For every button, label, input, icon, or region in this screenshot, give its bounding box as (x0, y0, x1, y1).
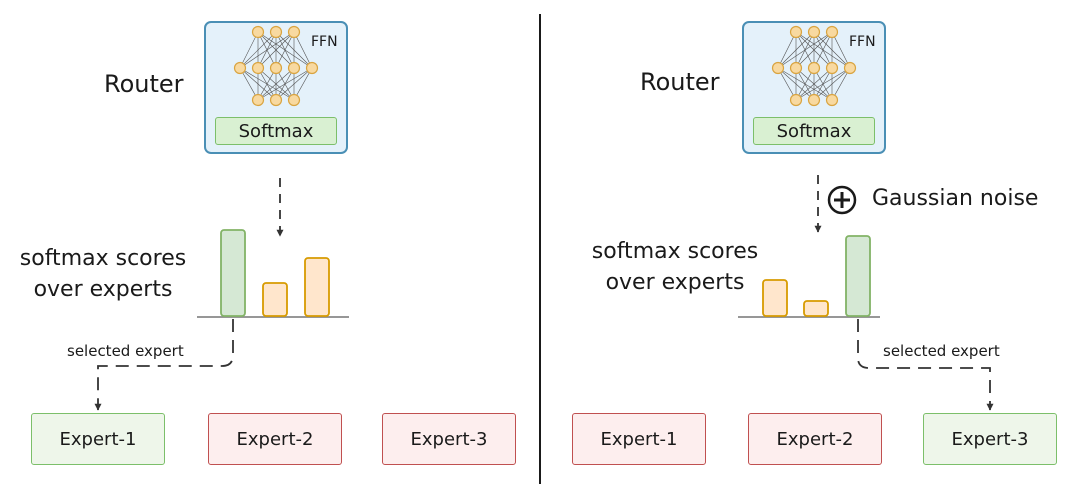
softmax-label: Softmax (776, 120, 852, 142)
score-bar-expert-2 (803, 300, 829, 317)
plus-icon (827, 185, 857, 215)
network-edge (777, 31, 797, 69)
selected-expert-path (857, 319, 994, 411)
ffn-label: FFN (311, 34, 338, 50)
network-node (287, 25, 301, 39)
network-edge (813, 67, 851, 101)
network-node (287, 93, 301, 107)
network-edge (831, 31, 851, 69)
network-edge (813, 31, 833, 69)
network-node (807, 61, 821, 75)
scores-label-line: softmax scores (591, 239, 759, 264)
scores-label-line: softmax scores (19, 246, 187, 271)
expert-label: Expert-1 (59, 428, 137, 450)
network-node (287, 61, 301, 75)
network-edge (257, 31, 295, 69)
network-node (825, 93, 839, 107)
expert-2-box: Expert-2 (748, 413, 882, 465)
network-node (825, 25, 839, 39)
network-node (807, 93, 821, 107)
network-edge (777, 31, 833, 69)
expert-3-box: Expert-3 (382, 413, 516, 465)
network-edge (293, 31, 313, 69)
router-label: Router (104, 70, 184, 98)
network-node (789, 25, 803, 39)
network-node (251, 61, 265, 75)
network-edge (831, 67, 851, 101)
selected-expert-path (94, 319, 234, 411)
network-node (269, 25, 283, 39)
softmax-box: Softmax (753, 117, 875, 145)
network-edge (275, 31, 295, 69)
network-edge (795, 67, 851, 101)
network-edge (777, 67, 797, 101)
network-node (269, 93, 283, 107)
network-node (843, 61, 857, 75)
network-node (251, 93, 265, 107)
network-edge (239, 31, 259, 69)
ffn-network-icon (771, 25, 857, 107)
ffn-network-icon (233, 25, 319, 107)
network-node (305, 61, 319, 75)
expert-label: Expert-3 (951, 428, 1029, 450)
expert-label: Expert-2 (776, 428, 854, 450)
network-edge (795, 67, 815, 101)
network-edge (239, 31, 295, 69)
network-edge (275, 67, 313, 101)
network-edge (795, 31, 833, 69)
selected-expert-label: selected expert (64, 344, 187, 359)
selected-expert-label: selected expert (880, 344, 1003, 359)
network-node (789, 61, 803, 75)
network-node (269, 61, 283, 75)
network-node (825, 61, 839, 75)
network-node (233, 61, 247, 75)
expert-1-box: Expert-1 (31, 413, 165, 465)
network-edge (795, 67, 833, 101)
scores-label-line: over experts (33, 277, 173, 302)
expert-2-box: Expert-2 (208, 413, 342, 465)
network-node (771, 61, 785, 75)
scores-label: softmax scores over experts (578, 236, 772, 298)
network-node (251, 25, 265, 39)
softmax-label: Softmax (238, 120, 314, 142)
network-node (789, 93, 803, 107)
router-label: Router (640, 68, 720, 96)
gaussian-noise-label: Gaussian noise (872, 186, 1039, 211)
score-bar-expert-1 (762, 279, 788, 317)
ffn-label: FFN (849, 34, 876, 50)
scores-label: softmax scores over experts (6, 243, 200, 305)
softmax-box: Softmax (215, 117, 337, 145)
expert-label: Expert-1 (600, 428, 678, 450)
network-node (807, 25, 821, 39)
network-edge (257, 67, 295, 101)
expert-3-box: Expert-3 (923, 413, 1057, 465)
score-bar-expert-1 (220, 229, 246, 317)
scores-label-line: over experts (605, 270, 745, 295)
score-bars (220, 229, 330, 317)
expert-label: Expert-3 (410, 428, 488, 450)
expert-label: Expert-2 (236, 428, 314, 450)
expert-1-box: Expert-1 (572, 413, 706, 465)
network-edge (777, 31, 815, 69)
network-edge (257, 67, 313, 101)
network-edge (239, 67, 259, 101)
score-bars (762, 235, 871, 317)
network-edge (293, 67, 313, 101)
score-bar-expert-2 (262, 282, 288, 317)
score-bar-expert-3 (304, 257, 330, 317)
score-bar-expert-3 (845, 235, 871, 317)
network-edge (239, 31, 277, 69)
network-edge (257, 67, 277, 101)
